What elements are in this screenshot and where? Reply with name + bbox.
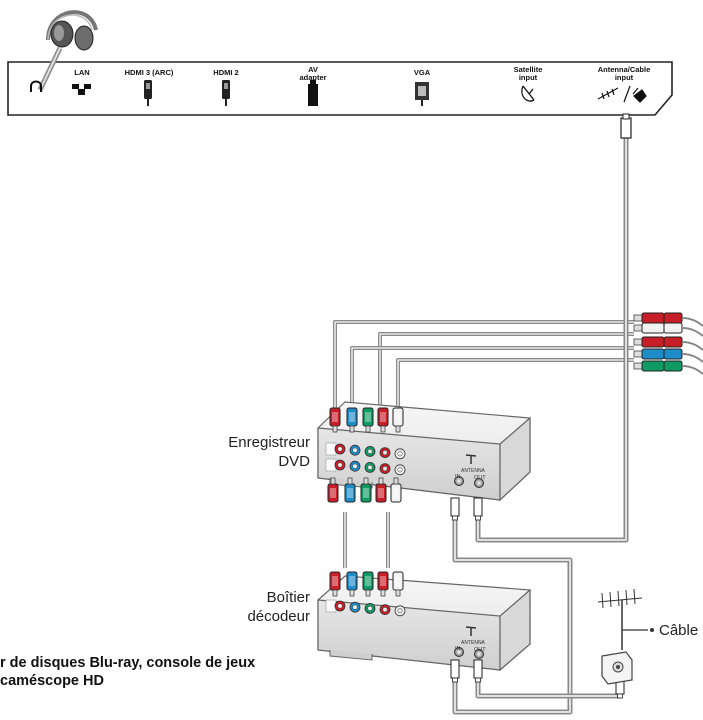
rca-plug — [362, 407, 374, 433]
tv-back-panel — [7, 61, 673, 116]
rca-jack — [379, 604, 391, 615]
port-label-vga: VGA — [413, 68, 431, 77]
component-plugs-tv-side — [633, 312, 703, 375]
f-connector-plug — [473, 659, 483, 683]
cable-label: Câble — [659, 622, 699, 639]
satellite-dish-icon — [521, 85, 535, 102]
rca-plug-horizontal — [633, 336, 703, 351]
dvd-antenna-jacks — [454, 454, 484, 488]
rca-plug — [390, 477, 402, 503]
decoder-antenna-text: ANTENNA — [461, 640, 486, 646]
rca-jack — [364, 603, 376, 614]
headphone-jack-icon — [30, 80, 42, 92]
hdmi3-connector-icon — [144, 80, 152, 106]
rca-jack — [349, 601, 361, 613]
rca-jack — [334, 459, 346, 471]
port-label-hdmi3: HDMI 3 (ARC) — [124, 68, 174, 77]
rca-jack — [364, 445, 376, 457]
dvd-in-text: IN — [455, 474, 461, 480]
rca-plug-horizontal — [633, 348, 703, 363]
rca-plugs-above-decoder — [329, 571, 404, 597]
tv-antenna-plug — [620, 113, 632, 139]
antenna-loop-cables — [452, 300, 629, 715]
device-list-caption: r de disques Blu-ray, console de jeux ca… — [0, 655, 256, 689]
f-connector-plug — [450, 497, 460, 521]
port-label-lan: LAN — [74, 68, 90, 77]
wall-outlet — [601, 651, 633, 685]
rca-jack — [364, 461, 376, 473]
rca-jack — [379, 447, 391, 459]
rca-jack — [394, 605, 406, 617]
rca-plug — [329, 407, 341, 433]
port-label-av: AV adapter — [299, 65, 327, 82]
rca-plug — [362, 571, 374, 597]
decoder-in-text: IN — [455, 646, 461, 652]
cables-dvd-to-decoder — [343, 512, 390, 568]
decoder-antenna-jacks — [454, 626, 484, 659]
rca-plug — [392, 407, 404, 433]
port-label-satellite: Satellite input — [513, 65, 543, 82]
rca-plug — [360, 477, 372, 503]
rca-jack — [334, 443, 346, 455]
antenna-cable-icon — [597, 85, 647, 103]
decoder-box-label: Boîtier décodeur — [247, 589, 310, 625]
dvd-antenna-text: ANTENNA — [461, 468, 486, 474]
decoder-rear-jacks — [325, 599, 406, 617]
rca-plug-horizontal — [633, 360, 703, 375]
rca-plugs-below-dvd — [327, 477, 402, 503]
rca-plug — [375, 477, 387, 503]
outdoor-antenna-icon — [597, 588, 654, 650]
port-label-antenna: Antenna/Cable input — [597, 65, 651, 82]
rca-plug — [392, 571, 404, 597]
decoder-out-text: OUT — [474, 647, 486, 653]
dvd-rear-jacks — [325, 442, 406, 476]
rca-plug — [377, 407, 389, 433]
hdmi2-connector-icon — [222, 80, 230, 106]
av-adapter-icon — [308, 80, 318, 106]
lan-port-icon — [72, 84, 91, 95]
rca-plug — [344, 477, 356, 503]
rca-plug-horizontal — [633, 312, 703, 327]
component-cables-to-dvd — [333, 320, 634, 408]
dvd-recorder-label: Enregistreur DVD — [228, 434, 310, 470]
rca-plug — [346, 407, 358, 433]
rca-plug-horizontal — [633, 322, 703, 337]
rca-plug — [329, 571, 341, 597]
rca-plug — [346, 571, 358, 597]
vga-connector-icon — [415, 82, 429, 106]
f-connector-plug — [450, 659, 460, 683]
port-label-hdmi2: HDMI 2 — [213, 68, 239, 77]
headphones-icon — [37, 10, 98, 92]
rca-jack — [334, 600, 346, 612]
f-connector-plug — [473, 497, 483, 521]
rca-jack — [349, 460, 361, 472]
rca-jack — [394, 464, 406, 476]
rca-plug — [377, 571, 389, 597]
rca-jack — [394, 448, 406, 460]
rca-plugs-above-dvd — [329, 407, 404, 433]
rca-jack — [349, 444, 361, 456]
rca-jack — [379, 463, 391, 475]
dvd-out-text: OUT — [474, 475, 486, 481]
rca-plug — [327, 477, 339, 503]
